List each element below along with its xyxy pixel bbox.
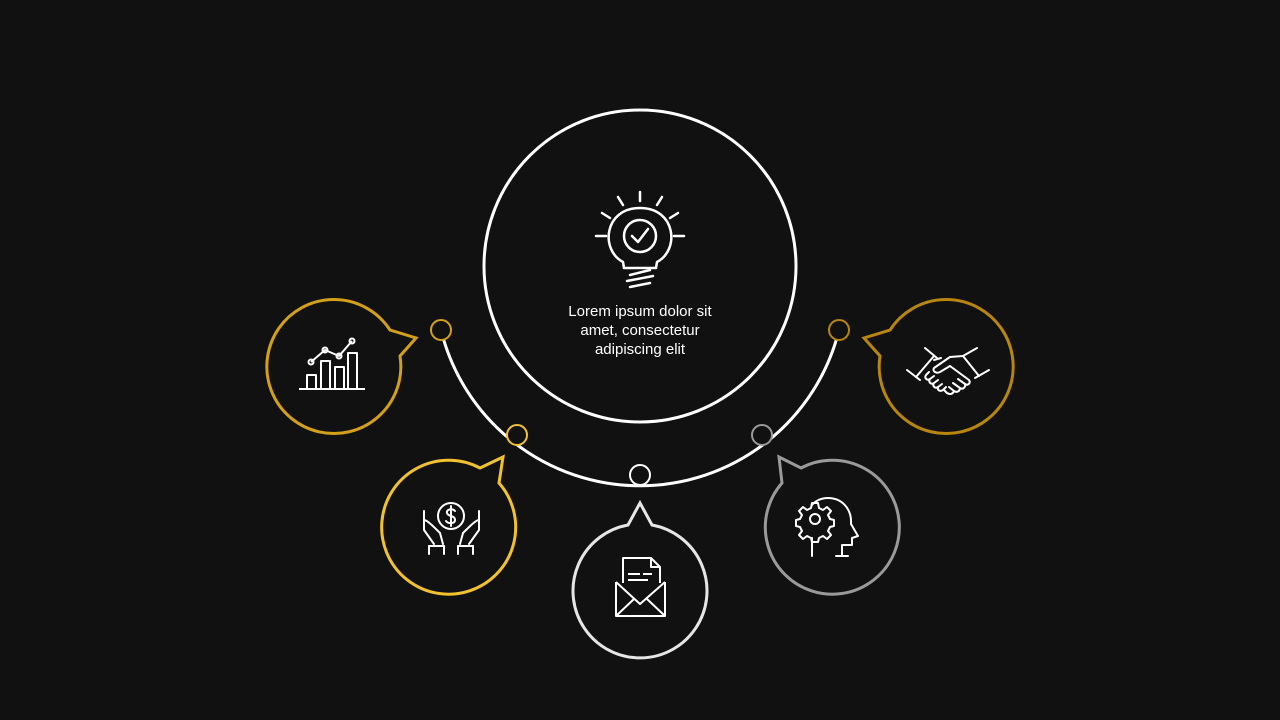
lightbulb-check-icon: [594, 190, 686, 289]
head-gear-icon: [795, 497, 859, 557]
arc-node-mail: [629, 464, 651, 486]
bar-chart-trend-icon: [299, 337, 365, 390]
arc-node-chart: [430, 319, 452, 341]
bubble-money: [380, 454, 518, 596]
center-circle: [482, 108, 798, 424]
center-text-line-3: adipiscing elit: [594, 341, 686, 358]
center-description: Lorem ipsum dolor sit amet, consectetur …: [540, 302, 740, 359]
bubble-mail: [571, 499, 709, 660]
envelope-document-icon: [615, 557, 666, 617]
arc-node-money: [506, 424, 528, 446]
bubble-chart: [265, 298, 419, 436]
bubble-deal: [861, 298, 1015, 436]
arc-node-deal: [828, 319, 850, 341]
center-text-line-1: Lorem ipsum dolor sit: [568, 303, 712, 320]
bubble-mind: [763, 454, 901, 596]
hands-dollar-icon: [423, 502, 480, 555]
center-text-line-2: amet, consectetur: [580, 322, 700, 339]
arc-node-mind: [751, 424, 773, 446]
handshake-icon: [906, 347, 990, 396]
